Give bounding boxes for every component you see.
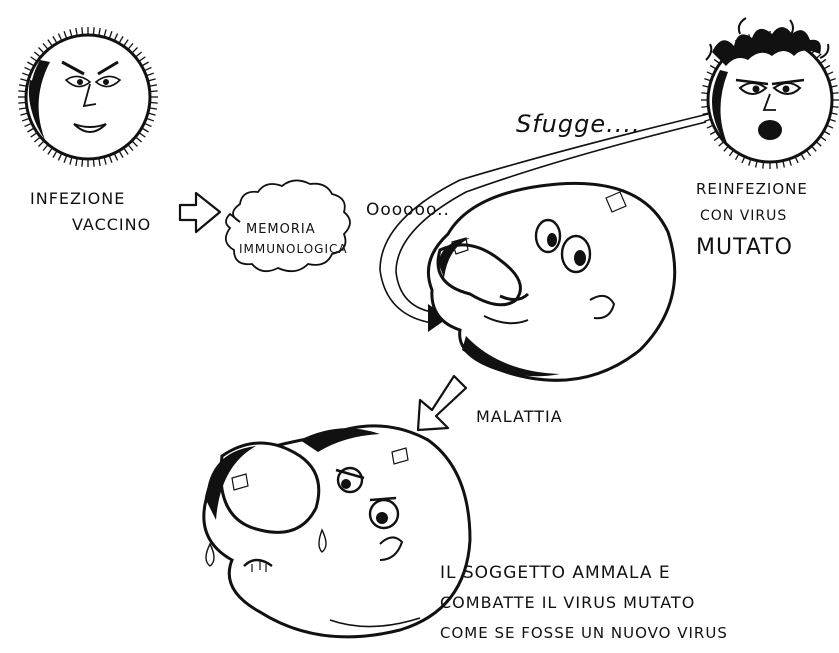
label-immunologica: IMMUNOLOGICA [239, 242, 348, 256]
label-malattia: MALATTIA [476, 407, 563, 426]
label-infezione: INFEZIONE [30, 189, 125, 208]
label-reinfezione: REINFEZIONE [696, 180, 808, 198]
label-vaccino: VACCINO [72, 215, 151, 234]
caption-line-2: COMBATTE IL VIRUS MUTATO [440, 593, 695, 612]
sick-cell-icon [204, 426, 470, 637]
caption-line-1: IL SOGGETTO AMMALA E [440, 563, 671, 583]
caption-line-3: COME SE FOSSE UN NUOVO VIRUS [440, 624, 728, 642]
happy-cell-icon [428, 183, 674, 380]
mutated-virus-icon [701, 18, 839, 169]
vaccine-virus-icon [18, 27, 158, 167]
arrow-right-icon [180, 193, 220, 232]
label-con-virus: CON VIRUS [700, 208, 787, 224]
label-mutato: MUTATO [696, 235, 793, 260]
arrow-down-left-icon [418, 376, 466, 430]
label-sfugge: Sfugge.... [516, 110, 641, 138]
label-memoria: MEMORIA [246, 222, 316, 237]
